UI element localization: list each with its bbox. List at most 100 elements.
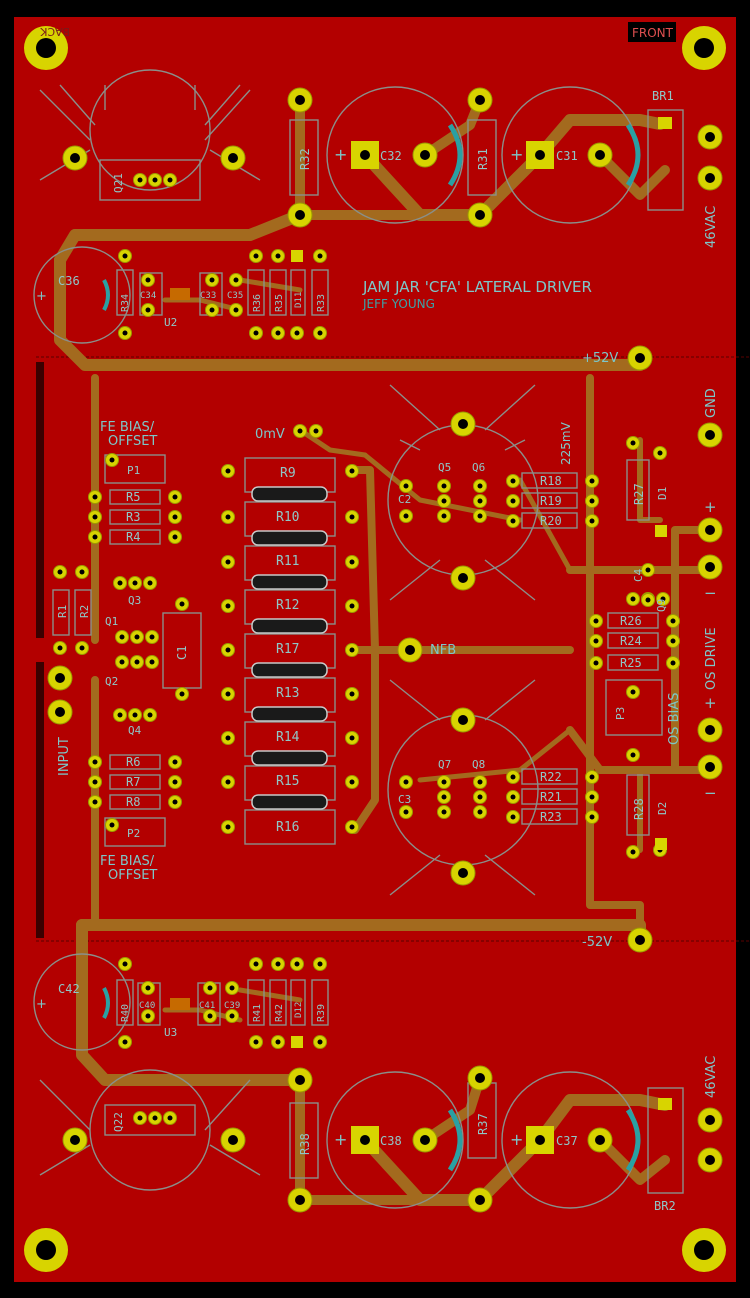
pad-hole: [229, 1013, 235, 1019]
pad-hole: [349, 691, 355, 697]
pad-hole: [313, 428, 319, 434]
pad-hole: [145, 1013, 151, 1019]
ref-c36: C36: [58, 274, 80, 288]
pad-hole: [589, 774, 595, 780]
ref-r23: R23: [540, 810, 562, 824]
pad-hole: [477, 794, 483, 800]
pad-hole: [475, 1195, 485, 1205]
ref-d12: D12: [294, 1002, 304, 1018]
pad-hole: [275, 330, 281, 336]
pad-hole: [79, 645, 85, 651]
pad-hole: [595, 150, 605, 160]
pad-hole: [589, 814, 595, 820]
pad-hole: [225, 647, 231, 653]
pad-hole: [475, 210, 485, 220]
ref-r5: R5: [126, 490, 140, 504]
pad-hole: [209, 307, 215, 313]
pad-hole: [225, 779, 231, 785]
ref-c4: C4: [632, 568, 645, 582]
pad-hole: [172, 534, 178, 540]
pad-hole: [149, 659, 155, 665]
ref-u2: U2: [164, 316, 177, 329]
pad-hole: [122, 330, 128, 336]
ref-r19: R19: [540, 494, 562, 508]
label-fe-bias-top-1: FE BIAS/: [100, 420, 155, 435]
board-title: JAM JAR 'CFA' LATERAL DRIVER: [362, 278, 592, 296]
pad-hole: [705, 132, 715, 142]
ref-r15: R15: [276, 774, 299, 789]
pad-hole: [295, 210, 305, 220]
pad-hole: [477, 513, 483, 519]
br2-outline: [647, 1087, 684, 1194]
pad-hole: [630, 440, 636, 446]
pad-hole: [92, 534, 98, 540]
ref-c3: C3: [398, 793, 411, 806]
pad-hole: [147, 712, 153, 718]
label-gnd: GND: [704, 388, 719, 418]
pad-hole: [225, 824, 231, 830]
pad-hole: [295, 1075, 305, 1085]
pad-hole: [167, 177, 173, 183]
pad-hole: [109, 457, 115, 463]
pad-hole: [317, 1039, 323, 1045]
pad-hole: [179, 691, 185, 697]
pad-hole: [225, 514, 231, 520]
ref-c40: C40: [139, 1001, 155, 1011]
label-minus-1: −: [704, 584, 717, 602]
pad-hole: [57, 645, 63, 651]
edge-strip-bottom: [36, 662, 44, 938]
pad-hole: [57, 569, 63, 575]
ref-c37: C37: [556, 1134, 578, 1148]
pad-hole: [589, 498, 595, 504]
pads: [47, 87, 723, 1213]
ref-r31: R31: [476, 148, 490, 170]
pad-hole: [477, 809, 483, 815]
pad-hole: [233, 307, 239, 313]
pad-hole: [630, 849, 636, 855]
ref-r33: R33: [316, 294, 327, 312]
pad-hole: [70, 1135, 80, 1145]
pad-hole: [403, 809, 409, 815]
ref-r28: R28: [632, 798, 646, 820]
ref-r6: R6: [126, 755, 140, 769]
ref-q22: Q22: [112, 1112, 125, 1132]
pad-hole: [294, 330, 300, 336]
ref-r32: R32: [298, 148, 312, 170]
ref-r24: R24: [620, 634, 642, 648]
pad-hole: [172, 514, 178, 520]
ref-c33: C33: [200, 291, 216, 301]
pad-hole: [297, 428, 303, 434]
pad-hole: [477, 498, 483, 504]
pad-hole: [229, 985, 235, 991]
pad-hole: [207, 1013, 213, 1019]
pad-hole: [147, 580, 153, 586]
pad-hole: [294, 961, 300, 967]
label-plus-c31: +: [510, 145, 523, 164]
pad-hole: [275, 253, 281, 259]
pad-hole: [510, 498, 516, 504]
ref-r20: R20: [540, 514, 562, 528]
label-fe-bias-bottom-1: FE BIAS/: [100, 854, 155, 869]
pad-hole: [225, 559, 231, 565]
pad-hole: [705, 430, 715, 440]
front-tag-bg: [628, 22, 676, 42]
pad-hole: [122, 961, 128, 967]
ref-r2: R2: [78, 605, 91, 618]
ref-q4: Q4: [128, 724, 142, 737]
pad-hole: [349, 559, 355, 565]
pad-hole: [253, 330, 259, 336]
pad-hole: [137, 1115, 143, 1121]
pad-hole: [593, 660, 599, 666]
ref-r25: R25: [620, 656, 642, 670]
pad-hole: [510, 794, 516, 800]
label-minus-2: −: [704, 784, 717, 802]
pad-hole: [441, 483, 447, 489]
pad-hole: [122, 1039, 128, 1045]
pad-hole: [92, 494, 98, 500]
label-plus-c42: +: [36, 997, 47, 1012]
copper-traces: [54, 95, 714, 1206]
pad-hole: [635, 353, 645, 363]
ref-c41: C41: [199, 1001, 215, 1011]
pad-hole: [92, 514, 98, 520]
